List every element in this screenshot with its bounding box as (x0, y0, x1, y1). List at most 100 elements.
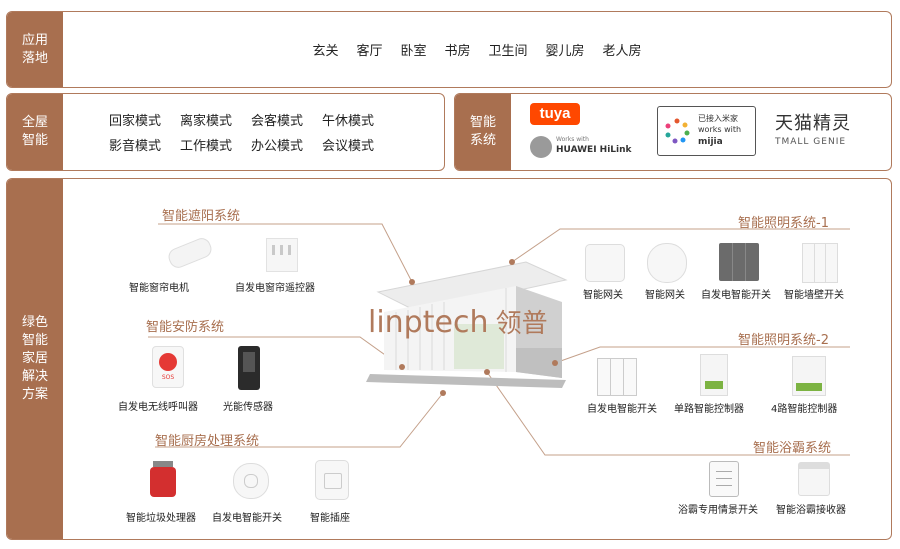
gateway-a-label: 智能网关 (583, 290, 623, 301)
whole-home-tag: 全屋 智能 (7, 94, 63, 170)
hilink-works-text: Works with (556, 136, 589, 143)
mijia-text-1: 已接入米家 (698, 114, 738, 123)
bath-receiver-image (798, 462, 830, 496)
whole-home-tag-line1: 全屋 (21, 115, 48, 130)
sos-button-image: SOS (152, 346, 184, 388)
smart-system-tag-line1: 智能 (469, 115, 496, 130)
section-lighting2-title: 智能照明系统-2 (738, 333, 829, 348)
section-kitchen-title: 智能厨房处理系统 (155, 434, 260, 449)
gateway-a-image (585, 244, 625, 282)
connector-kitchen (155, 392, 444, 448)
sos-button-label: 自发电无线呼叫器 (118, 402, 198, 413)
curtain-remote-image (266, 238, 298, 272)
tuya-logo: tuya (530, 103, 580, 125)
kitchen-switch-image (233, 463, 269, 499)
mijia-icon (665, 118, 690, 144)
selfpower-switch-1-image (719, 243, 759, 281)
tmall-cn-text: 天猫精灵 (775, 113, 851, 134)
scenes-tag-line2: 落地 (21, 50, 48, 66)
kitchen-switch-label: 自发电智能开关 (212, 513, 282, 524)
gateway-b-label: 智能网关 (645, 290, 685, 301)
solution-tag-line5: 方案 (21, 387, 48, 402)
room-item: 卧室 (400, 44, 427, 59)
curtain-motor-label: 智能窗帘电机 (129, 283, 189, 294)
light-sensor-label: 光能传感器 (223, 402, 273, 413)
mode-item: 离家模式 (180, 114, 233, 129)
hilink-text: HUAWEI HiLink (556, 145, 632, 155)
connector-bath (486, 371, 850, 456)
bath-scene-switch-label: 浴霸专用情景开关 (678, 505, 758, 516)
room-item: 客厅 (356, 44, 383, 59)
disposer-label: 智能垃圾处理器 (126, 513, 196, 524)
mode-item: 会议模式 (322, 139, 375, 154)
gateway-b-image (647, 243, 687, 283)
wall-switch-label: 智能墙壁开关 (784, 290, 844, 301)
smart-system-panel: 智能 系统 tuya Works with HUAWEI HiLink 已接入米… (454, 93, 892, 171)
brand-en: linptech (368, 305, 489, 340)
scenes-tag-line1: 应用 (21, 32, 48, 48)
selfpower-switch-1-label: 自发电智能开关 (701, 290, 771, 301)
sos-text: SOS (161, 374, 175, 381)
mode-item: 午休模式 (322, 114, 375, 129)
room-item: 书房 (444, 44, 471, 59)
smart-socket-label: 智能插座 (310, 513, 350, 524)
mijia-text-2: works with (698, 125, 742, 134)
whole-home-panel: 全屋 智能 回家模式 离家模式 会客模式 午休模式 影音模式 工作模式 办公模式… (6, 93, 445, 171)
single-controller-image (700, 354, 728, 396)
solution-tag: 绿色 智能 家居 解决 方案 (7, 179, 63, 539)
room-item: 玄关 (312, 44, 339, 59)
section-shading-title: 智能遮阳系统 (162, 209, 241, 224)
smart-system-tag: 智能 系统 (455, 94, 511, 170)
scenes-panel: 应用 落地 玄关 客厅 卧室 书房 卫生间 婴儿房 老人房 (6, 11, 892, 88)
hilink-icon (530, 136, 552, 158)
room-item: 婴儿房 (545, 44, 585, 59)
mode-row: 回家模式 离家模式 会客模式 午休模式 (109, 107, 393, 132)
solution-tag-line3: 家居 (21, 351, 48, 366)
four-controller-image (792, 356, 826, 396)
mijia-text-3: mijia (698, 137, 723, 147)
building-illustration (366, 261, 568, 388)
mode-item: 会客模式 (251, 114, 304, 129)
whole-home-tag-line2: 智能 (21, 133, 48, 148)
tuya-text: tuya (539, 105, 571, 122)
four-controller-label: 4路智能控制器 (771, 404, 838, 415)
section-security-title: 智能安防系统 (146, 320, 225, 335)
connector-dot (409, 279, 415, 285)
connector-dot (440, 390, 446, 396)
scenes-tag: 应用 落地 (7, 12, 63, 87)
mode-row: 影音模式 工作模式 办公模式 会议模式 (109, 132, 393, 157)
section-bath-title: 智能浴霸系统 (753, 441, 832, 456)
section-lighting1-title: 智能照明系统-1 (738, 216, 829, 231)
selfpower-switch-2-image (597, 358, 637, 396)
connector-dot (552, 360, 558, 366)
mode-item: 办公模式 (251, 139, 304, 154)
tmall-genie-logo: 天猫精灵 TMALL GENIE (775, 109, 875, 153)
bath-scene-switch-image (709, 461, 739, 497)
room-item: 老人房 (602, 44, 642, 59)
single-controller-label: 单路智能控制器 (674, 404, 744, 415)
smart-system-tag-line2: 系统 (469, 133, 496, 148)
bath-receiver-label: 智能浴霸接收器 (776, 505, 846, 516)
connector-lighting2 (554, 346, 850, 364)
selfpower-switch-2-label: 自发电智能开关 (587, 404, 657, 415)
mode-item: 回家模式 (109, 114, 162, 129)
curtain-remote-label: 自发电窗帘遥控器 (235, 283, 315, 294)
mijia-logo: 已接入米家 works with mijia (657, 106, 756, 156)
disposer-image (150, 461, 176, 501)
hilink-logo: Works with HUAWEI HiLink (530, 135, 640, 161)
connector-lighting1 (511, 228, 850, 263)
solution-tag-line2: 智能 (21, 333, 48, 348)
curtain-motor-image (162, 235, 215, 277)
mode-item: 影音模式 (109, 139, 162, 154)
solution-tag-line4: 解决 (21, 369, 48, 384)
light-sensor-image (238, 346, 260, 390)
smart-socket-image (315, 460, 349, 500)
solution-tag-line1: 绿色 (21, 315, 48, 330)
brand-logo: linptech 领普 (368, 303, 548, 340)
connector-dot (509, 259, 515, 265)
room-item: 卫生间 (488, 44, 528, 59)
room-list: 玄关 客厅 卧室 书房 卫生间 婴儿房 老人房 (63, 12, 891, 87)
connector-dot (484, 369, 490, 375)
connector-shading (158, 223, 413, 283)
tmall-en-text: TMALL GENIE (775, 137, 847, 147)
